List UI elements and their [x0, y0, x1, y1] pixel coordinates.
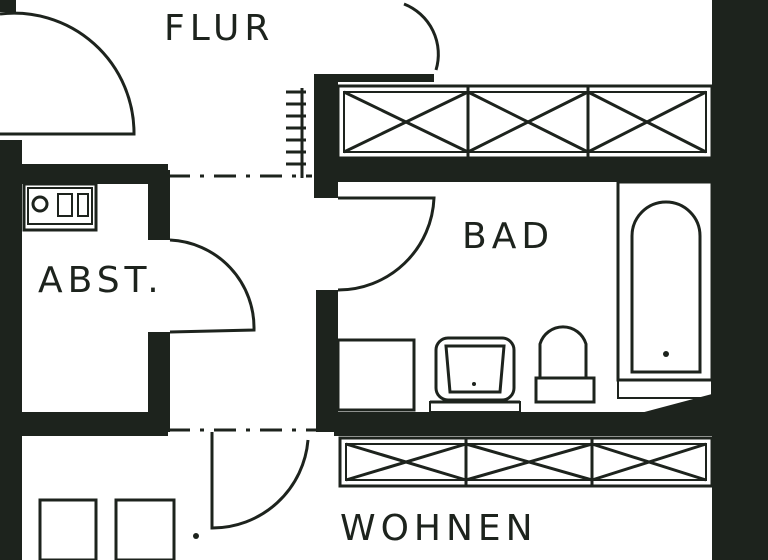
wall-bad-top	[334, 158, 714, 182]
door-swing-flur	[403, 2, 440, 71]
sink	[429, 336, 521, 413]
stove	[22, 182, 98, 232]
bathtub-drain	[663, 351, 669, 357]
door-swing-top-left	[0, 11, 136, 136]
wall-bad-left-lower	[316, 290, 338, 432]
door-swing-wohnen	[210, 432, 310, 530]
bathtub	[616, 180, 714, 399]
door-swing-bad	[337, 196, 436, 292]
wall-flur-abst	[0, 164, 168, 184]
room-label-bad: BAD	[462, 216, 554, 257]
wall-abst-bottom	[0, 412, 168, 436]
sink-drain	[472, 382, 476, 386]
door-marker-wohnen	[193, 533, 199, 539]
outer-wall-right	[712, 0, 768, 560]
room-label-wohnen: WOHNEN	[340, 508, 538, 549]
room-label-abst: ABST.	[38, 260, 164, 301]
washing-machine	[336, 338, 416, 412]
radiator	[286, 88, 306, 178]
door-swing-abst	[169, 238, 256, 334]
toilet	[534, 325, 596, 404]
wall-abst-right-upper	[148, 170, 170, 240]
wardrobe-lower	[338, 436, 714, 488]
wall-abst-right-lower	[148, 332, 170, 432]
wardrobe-upper	[336, 84, 714, 160]
outer-wall-left	[0, 140, 22, 560]
wohnen-chair-right	[114, 498, 176, 560]
room-label-flur: FLUR	[164, 8, 274, 49]
wall-wardrobe-top	[314, 74, 434, 82]
wall-stub-top-left	[0, 0, 16, 12]
bathtub-base	[622, 394, 712, 418]
wohnen-chair-left	[38, 498, 98, 560]
